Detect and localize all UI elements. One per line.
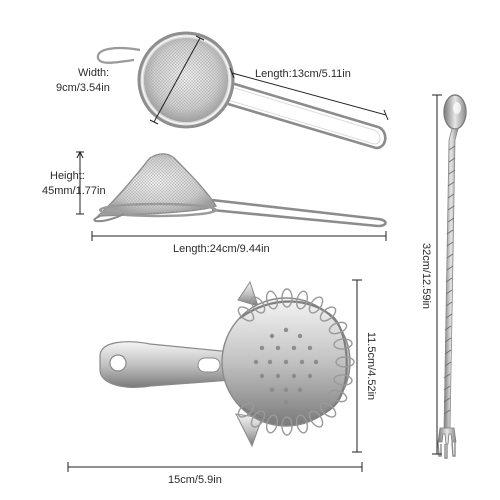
height-dimension-line	[76, 150, 84, 215]
width-value-top: 9cm/3.54in	[56, 82, 110, 94]
height-label: Height:	[50, 170, 85, 182]
width-label-key: Width:	[78, 67, 110, 79]
strainer-width-label: 15cm/5.9in	[168, 474, 222, 486]
round-mesh-strainer	[96, 31, 387, 150]
length-dimension-line-top	[229, 67, 389, 121]
length-middle-key: Length:	[173, 243, 210, 255]
width-dimension-line	[149, 35, 205, 125]
conical-mesh-strainer	[93, 153, 387, 228]
spoon-length-label: 32cm/12.59in	[420, 243, 432, 309]
length-label-middle: Length:24cm/9.44in	[173, 243, 270, 256]
length-label-value: 13cm/5.11in	[291, 68, 351, 80]
height-value: 45mm/1.77in	[42, 185, 106, 197]
length-label-key: Length:	[255, 68, 292, 80]
strainer-height-dimension-line	[352, 279, 362, 453]
spoon-length-dimension-line	[432, 94, 442, 455]
width-label-top: Width:	[78, 67, 109, 80]
plate-perforations	[253, 327, 319, 405]
spoon-twist-pattern	[443, 145, 456, 415]
strainer-height-label: 11.5cm/4.52in	[365, 332, 377, 400]
length-dimension-line-middle	[91, 231, 387, 241]
strainer-width-dimension-line	[67, 462, 363, 472]
length-middle-value: 24cm/9.44in	[209, 243, 270, 255]
bar-spoon	[437, 94, 467, 459]
length-label-top: Length:13cm/5.11in	[255, 68, 351, 81]
hawthorne-strainer	[99, 280, 355, 448]
strainer-spring-coil	[239, 300, 348, 424]
